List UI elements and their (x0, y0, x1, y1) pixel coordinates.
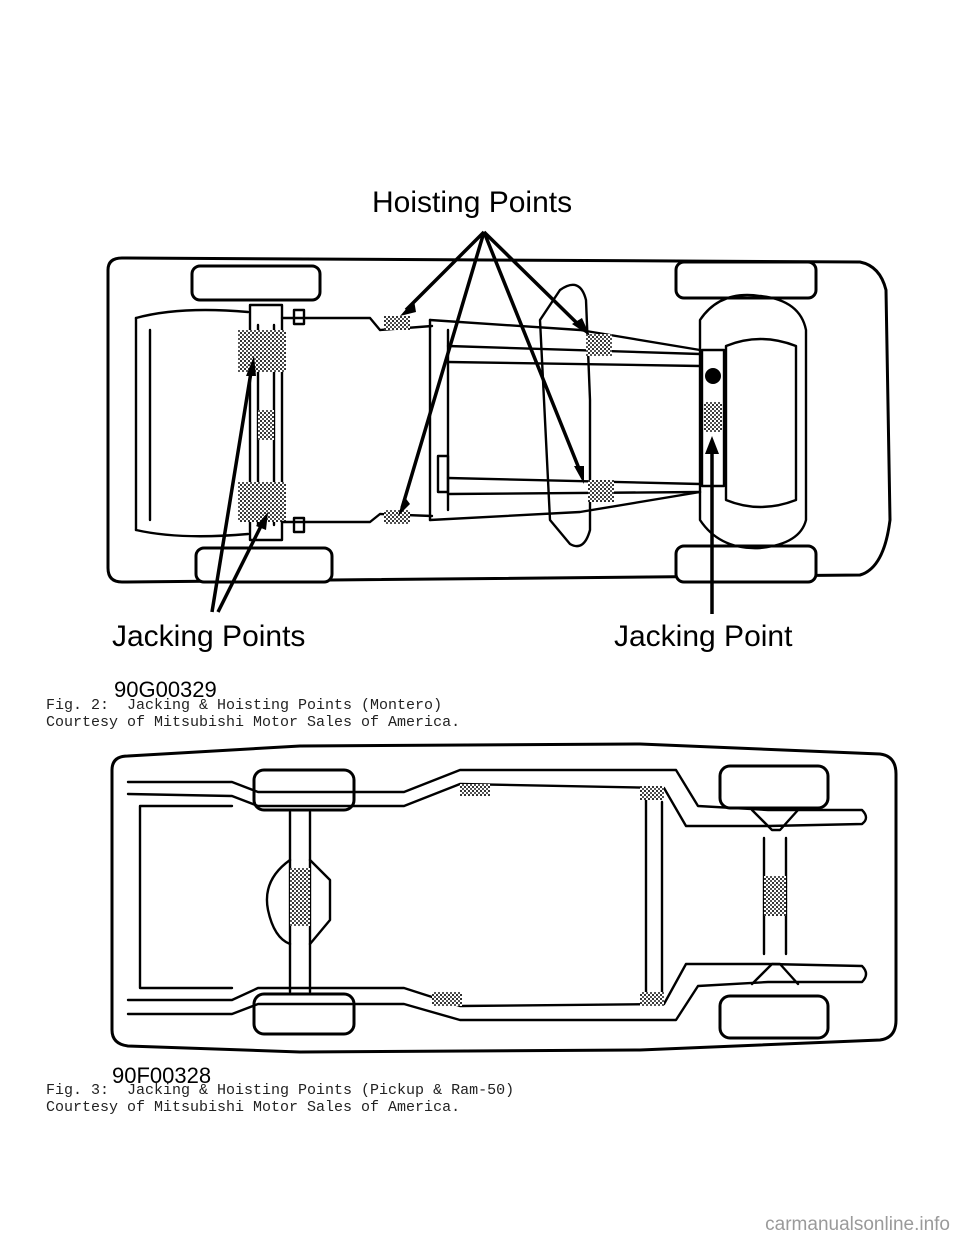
front-jacking-point (764, 876, 786, 916)
rear-right-tire (194, 546, 334, 584)
hoisting-point-front-left (640, 786, 664, 800)
spare-tire-outline (538, 283, 592, 548)
hoisting-point-rear-right (384, 510, 410, 524)
jacking-point-label: Jacking Point (614, 620, 793, 653)
caption-line: Fig. 3: Jacking & Hoisting Points (Picku… (46, 1082, 515, 1099)
jacking-points-label: Jacking Points (112, 620, 306, 653)
front-suspension (698, 293, 808, 550)
caption-line: Fig. 2: Jacking & Hoisting Points (Monte… (46, 697, 443, 714)
pickup-chassis-diagram (110, 742, 898, 1054)
rear-left-tire (190, 264, 322, 302)
courtesy-line: Courtesy of Mitsubishi Motor Sales of Am… (46, 714, 461, 731)
front-right-tire (718, 994, 830, 1040)
front-jacking-point (704, 402, 722, 432)
vehicle-body-outline (106, 256, 892, 584)
rear-right-tire (252, 992, 356, 1036)
rear-axle-housing (248, 303, 284, 542)
figure-2-image-code: 90G00329 (114, 677, 217, 702)
right-frame-rail (126, 962, 868, 1022)
front-jacking-mark (705, 368, 721, 384)
front-right-tire (674, 544, 818, 584)
rear-bumper-frame (134, 316, 152, 532)
hoisting-point-rear-left (384, 316, 410, 330)
hoisting-point-front-right (640, 992, 664, 1006)
front-left-tire (674, 260, 818, 300)
hoisting-point-front-right (588, 480, 614, 502)
cab-crossmember (644, 798, 664, 994)
differential (265, 858, 332, 946)
front-left-tire (718, 764, 830, 810)
figure-2-caption: Fig. 2: Jacking & Hoisting Points (Monte… (46, 697, 460, 731)
hoisting-point-front-left (586, 334, 612, 356)
hoisting-points-label: Hoisting Points (372, 186, 573, 219)
rear-left-tire (252, 768, 356, 812)
rear-jacking-point-lower (238, 482, 286, 522)
figure-3-image-code: 90F00328 (112, 1063, 212, 1088)
courtesy-line: Courtesy of Mitsubishi Motor Sales of Am… (46, 1099, 461, 1116)
rear-jacking-point-upper (238, 330, 286, 372)
rear-jacking-point (290, 868, 310, 926)
hoisting-point-rear-right (432, 992, 462, 1006)
montero-chassis-diagram (106, 230, 892, 614)
hoisting-point-rear-left (460, 784, 490, 796)
left-frame-rail (126, 768, 868, 828)
figure-3-caption: Fig. 3: Jacking & Hoisting Points (Picku… (46, 1082, 514, 1116)
vehicle-body-outline (110, 742, 898, 1054)
watermark: carmanualsonline.info (765, 1214, 950, 1235)
